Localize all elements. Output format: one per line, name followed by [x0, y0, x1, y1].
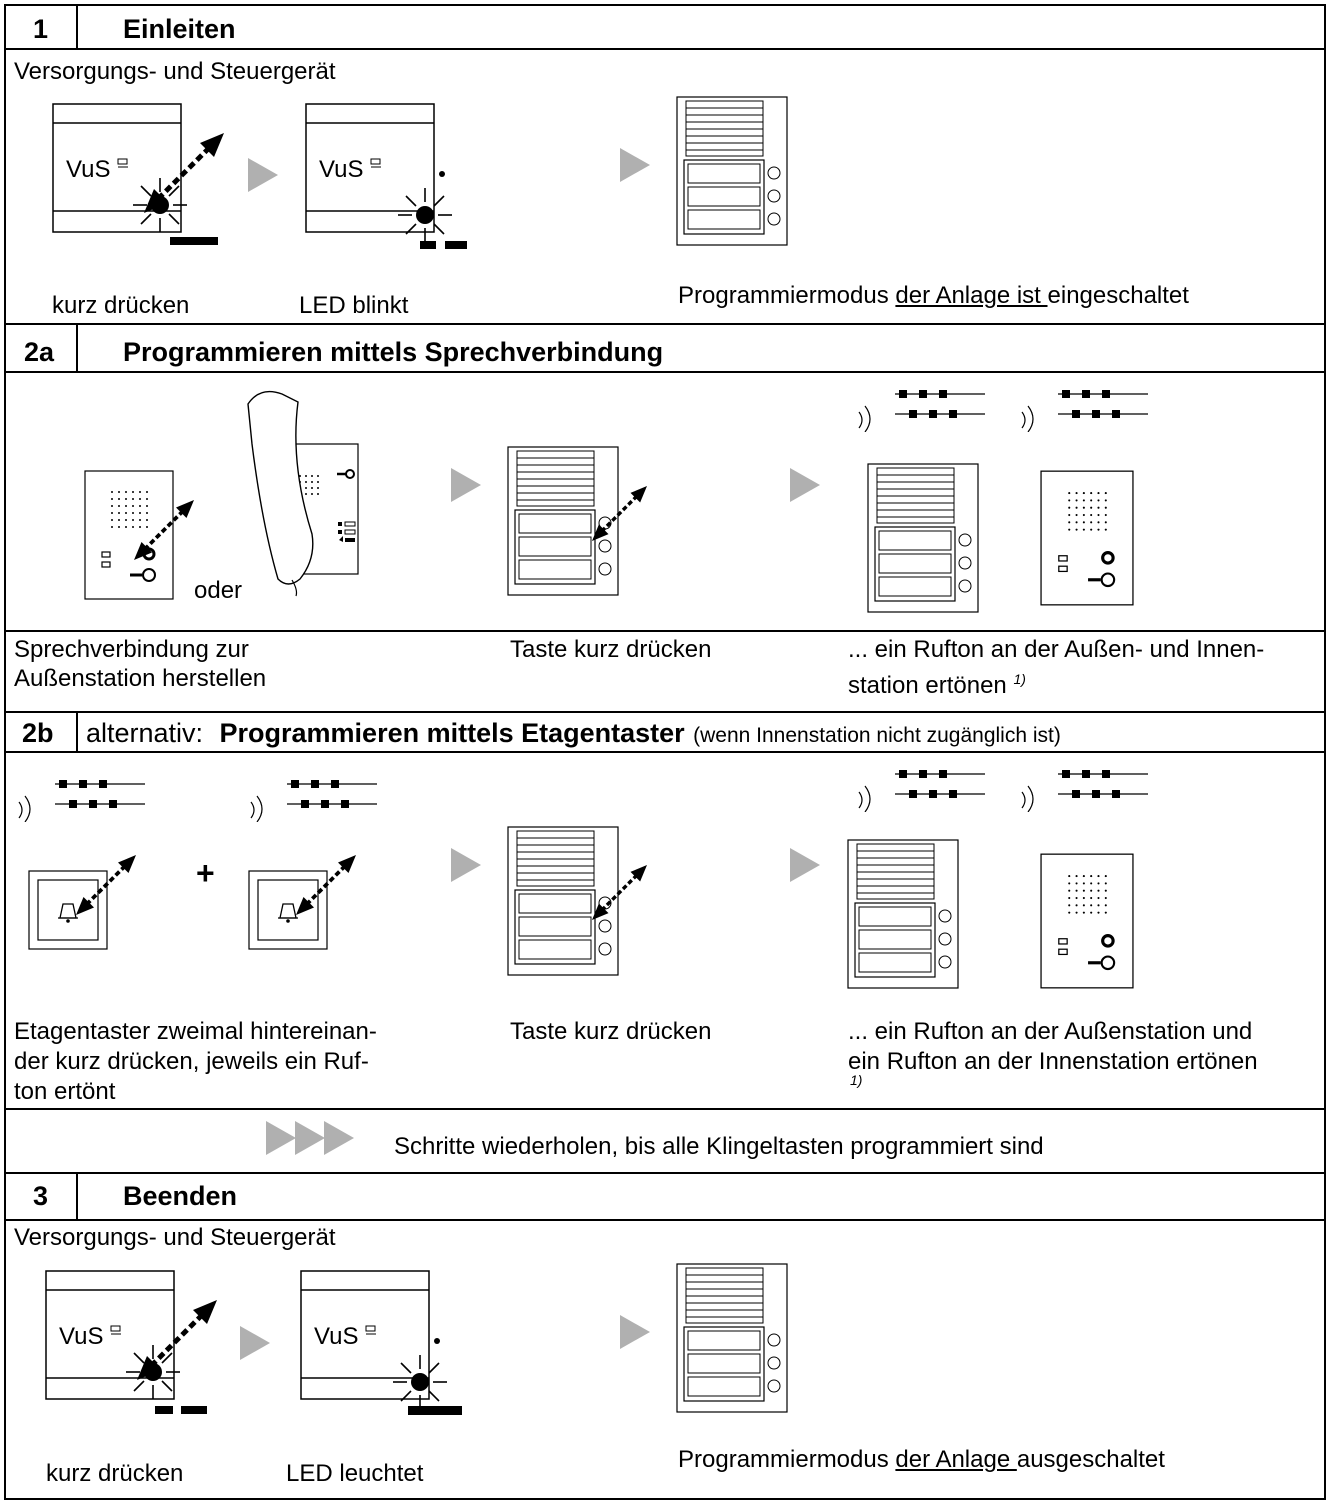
svg-text:VuS: VuS	[66, 156, 110, 183]
rule	[4, 1172, 1326, 1174]
caption-mode-off: Programmiermodus der Anlage ausgeschalte…	[678, 1446, 1165, 1474]
section-2b-heading: alternativ: Programmieren mittels Etagen…	[86, 718, 1061, 749]
caption-2b-right-1: ... ein Rufton an der Außenstation und	[848, 1018, 1253, 1045]
rule	[4, 751, 1326, 753]
ring-tone-icon	[858, 769, 986, 812]
ring-tone-icon	[858, 389, 986, 432]
rule	[4, 371, 1326, 373]
outdoor-station-panel-press	[507, 826, 647, 976]
section-2a-divider	[76, 323, 78, 371]
section-2b-note: (wenn Innenstation nicht zugänglich ist)	[693, 724, 1061, 747]
section-3-subtitle: Versorgungs- und Steuergerät	[14, 1224, 336, 1251]
section-1-title: Einleiten	[123, 14, 236, 44]
next-arrow-icon	[240, 1326, 270, 1360]
caption-2b-left-2: der kurz drücken, jeweils ein Ruf-	[14, 1048, 369, 1075]
vus-device-led-on: VuS	[300, 1270, 462, 1415]
caption-2b-mid: Taste kurz drücken	[510, 1018, 712, 1045]
rule	[4, 48, 1326, 50]
caption-led-blinks: LED blinkt	[299, 292, 409, 319]
rule	[4, 1219, 1326, 1221]
section-1-subtitle: Versorgungs- und Steuergerät	[14, 58, 336, 85]
caption-mode-on-part3: eingeschaltet	[1047, 282, 1189, 309]
repeat-text: Schritte wiederholen, bis alle Klingelta…	[394, 1133, 1044, 1160]
footnote-marker: 1)	[1013, 671, 1026, 687]
plus-sign: +	[196, 855, 215, 891]
section-2b-prefix: alternativ:	[86, 718, 204, 748]
rule	[4, 323, 1326, 325]
rule	[4, 630, 1326, 632]
section-2b-number: 2b	[22, 718, 54, 748]
ring-tone-icon	[250, 779, 378, 822]
indoor-station	[1040, 852, 1134, 990]
next-arrow-icon	[620, 1315, 650, 1349]
outdoor-station-panel	[867, 463, 979, 613]
next-arrow-icon	[451, 468, 481, 502]
caption-2a-mid: Taste kurz drücken	[510, 636, 712, 663]
next-arrow-icon	[790, 468, 820, 502]
floor-bell-button	[248, 855, 356, 950]
caption-mode-off-part3: ausgeschaltet	[1016, 1446, 1165, 1473]
vus-device-press: VuS	[45, 1270, 215, 1414]
indoor-station	[1040, 469, 1134, 607]
vus-device-led-blinking: VuS	[305, 103, 467, 249]
caption-mode-off-part2: der Anlage	[895, 1446, 1017, 1473]
caption-2b-left-1: Etagentaster zweimal hintereinan-	[14, 1018, 377, 1045]
svg-text:VuS: VuS	[314, 1323, 358, 1350]
outdoor-station-panel	[676, 96, 788, 246]
ring-tone-icon	[18, 779, 146, 822]
caption-2a-right-2: station ertönen 1)	[848, 665, 1026, 700]
caption-mode-on-part1: Programmiermodus	[678, 282, 896, 309]
rule	[4, 711, 1326, 713]
next-arrow-icon	[248, 158, 278, 192]
section-3-number: 3	[33, 1181, 49, 1211]
caption-2b-left-3: ton ertönt	[14, 1078, 116, 1105]
caption-2a-right-2-text: station ertönen	[848, 672, 1007, 699]
next-arrow-icon	[620, 148, 650, 182]
caption-2b-right-2: ein Rufton an der Innenstation ertönen	[848, 1048, 1258, 1075]
oder-label: oder	[194, 577, 243, 604]
section-2b-divider	[76, 711, 78, 751]
ring-tone-icon	[1021, 389, 1149, 432]
vus-device-press: VuS	[52, 103, 222, 245]
section-1-number: 1	[33, 14, 49, 44]
svg-text:VuS: VuS	[319, 156, 363, 183]
caption-2a-left-1: Sprechverbindung zur	[14, 636, 249, 663]
ring-tone-icon	[1021, 769, 1149, 812]
caption-press: kurz drücken	[52, 292, 190, 319]
caption-2a-right-1: ... ein Rufton an der Außen- und Innen-	[848, 636, 1265, 663]
caption-press: kurz drücken	[46, 1460, 184, 1487]
section-2b-title: Programmieren mittels Etagentaster	[219, 718, 685, 748]
section-2a-number: 2a	[24, 337, 55, 367]
caption-mode-on: Programmiermodus der Anlage ist eingesch…	[678, 282, 1189, 310]
handset-indoor-station	[247, 390, 359, 597]
section-3-divider	[76, 1172, 78, 1219]
outdoor-station-panel	[676, 1263, 788, 1413]
outdoor-station-panel-press	[507, 446, 647, 596]
repeat-arrows-icon	[266, 1121, 354, 1155]
indoor-station	[84, 470, 194, 600]
next-arrow-icon	[790, 848, 820, 882]
caption-2a-left-2: Außenstation herstellen	[14, 665, 267, 692]
outdoor-station-panel	[847, 839, 959, 989]
section-2a-title: Programmieren mittels Sprechverbindung	[123, 337, 664, 367]
floor-bell-button	[28, 855, 136, 950]
svg-text:VuS: VuS	[59, 1323, 103, 1350]
next-arrow-icon	[451, 848, 481, 882]
rule	[4, 1108, 1326, 1110]
caption-mode-on-part2: der Anlage ist	[895, 282, 1048, 309]
caption-led-on: LED leuchtet	[286, 1460, 424, 1487]
footnote-marker: 1)	[850, 1072, 863, 1088]
section-1-divider	[76, 4, 78, 48]
section-3-title: Beenden	[123, 1181, 238, 1211]
caption-mode-off-part1: Programmiermodus	[678, 1446, 896, 1473]
